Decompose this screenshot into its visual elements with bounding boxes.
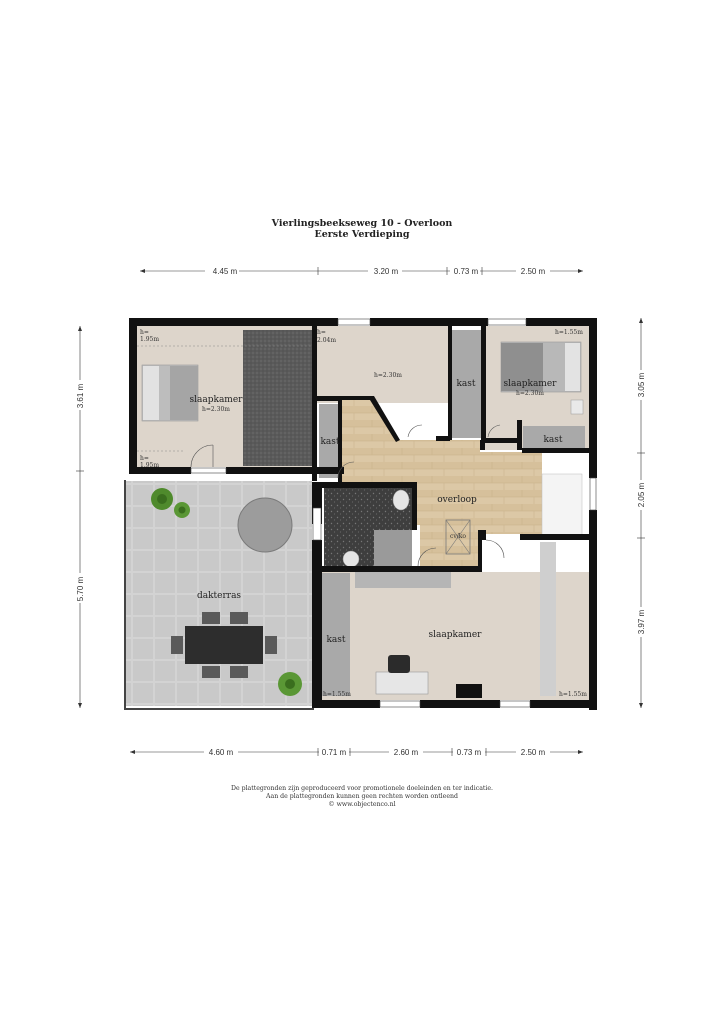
stairs: [541, 473, 583, 537]
h-bl-2: 1.95m: [140, 462, 159, 469]
washbasin: [342, 550, 360, 568]
dim-bottom-3: 2.60 m: [394, 748, 419, 757]
label-slaapkamer-left-height: h=2.30m: [202, 406, 230, 413]
rug: [243, 330, 312, 466]
label-kast-1: kast: [456, 379, 475, 389]
pillows-right: [565, 343, 580, 391]
pillows-left: [143, 366, 159, 420]
label-slaapkamer-bottom: slaapkamer: [429, 630, 483, 640]
kast-left: [319, 404, 341, 478]
dim-top-1: 4.45 m: [213, 267, 238, 276]
dim-bottom-5: 2.50 m: [521, 748, 546, 757]
label-dakterras: dakterras: [197, 591, 241, 601]
wardrobe-bottom: [355, 572, 451, 588]
chair-1: [202, 612, 220, 624]
plan-title: Vierlingsbeekseweg 10 - Overloon: [271, 218, 453, 229]
chair-4: [230, 666, 248, 678]
label-slaapkamer-right-height: h=2.30m: [516, 390, 544, 397]
furniture: [141, 341, 584, 698]
label-overloop: overloop: [437, 495, 477, 505]
h-tm-1: h=: [317, 329, 326, 336]
dimension-right: 3.05 m 2.05 m 3.97 m: [635, 318, 647, 708]
dim-right-2: 2.05 m: [637, 482, 646, 507]
label-kast-2: kast: [320, 437, 339, 447]
disclaimer-line-2: Aan de plattegronden kunnen geen rechten…: [266, 793, 458, 800]
dimension-top: 4.45 m 3.20 m 0.73 m 2.50 m: [140, 266, 583, 276]
dim-right-1: 3.05 m: [637, 372, 646, 397]
desk: [375, 671, 429, 695]
kast-top: [450, 330, 481, 438]
windows: [190, 318, 597, 708]
dimension-bottom: 4.60 m 0.71 m 2.60 m 0.73 m 2.50 m: [130, 747, 583, 757]
h-tl-1: h=: [140, 329, 149, 336]
dimension-left: 3.61 m 5.70 m: [74, 326, 86, 708]
plant-2: [174, 502, 190, 518]
doors: [190, 424, 505, 567]
skylight: [445, 519, 471, 555]
dim-bottom-2: 0.71 m: [322, 748, 347, 757]
h-tl-2: 1.95m: [140, 336, 159, 343]
h-bl-1: h=: [140, 455, 149, 462]
dim-left-2: 5.70 m: [76, 576, 85, 601]
plan-subtitle: Eerste Verdieping: [314, 229, 410, 240]
desk-chair: [388, 655, 410, 673]
plant-3: [278, 672, 302, 696]
dim-left-1: 3.61 m: [76, 383, 85, 408]
label-ketel: cv/ko: [450, 533, 466, 540]
label-kast-3: kast: [543, 435, 562, 445]
h-kast-bottom: h=1.55m: [323, 691, 351, 698]
label-hall-height: h=2.30m: [374, 372, 402, 379]
dining-table: [185, 626, 263, 664]
blanket-left: [170, 366, 198, 420]
skylight-cross-2: [445, 519, 471, 555]
floor-bedroom-top-middle: [316, 326, 448, 403]
kast-right: [523, 426, 585, 448]
roof-slope-strip: [540, 542, 556, 696]
dim-right-3: 3.97 m: [637, 609, 646, 634]
label-slaapkamer-left: slaapkamer: [190, 395, 244, 405]
chair-5: [171, 636, 183, 654]
sink-right: [570, 399, 584, 415]
lounge-chair: [237, 497, 293, 553]
terrace-edge-left: [124, 480, 126, 710]
terrace-edge-bottom: [124, 708, 314, 710]
chair-3: [202, 666, 220, 678]
label-kast-4: kast: [326, 635, 345, 645]
blanket-right: [501, 343, 543, 391]
bathroom-counter: [374, 530, 412, 566]
disclaimer-line-3: © www.objectenco.nl: [328, 801, 396, 808]
dim-top-4: 2.50 m: [521, 267, 546, 276]
plant-1: [151, 488, 173, 510]
label-slaapkamer-right: slaapkamer: [504, 379, 558, 389]
dim-top-3: 0.73 m: [454, 267, 479, 276]
h-tr: h=1.55m: [555, 329, 583, 336]
chair-6: [265, 636, 277, 654]
dim-bottom-1: 4.60 m: [209, 748, 234, 757]
kast-bottom: [322, 573, 350, 696]
h-tm-2: 2.04m: [317, 337, 336, 344]
walls: [129, 318, 597, 710]
floor-hall-right: [480, 452, 542, 534]
toilet: [392, 489, 410, 511]
h-br: h=1.55m: [559, 691, 587, 698]
disclaimer-line-1: De plattegronden zijn geproduceerd voor …: [231, 785, 493, 792]
dim-top-2: 3.20 m: [374, 267, 399, 276]
chimney: [456, 684, 482, 698]
chair-2: [230, 612, 248, 624]
dim-bottom-4: 0.73 m: [457, 748, 482, 757]
